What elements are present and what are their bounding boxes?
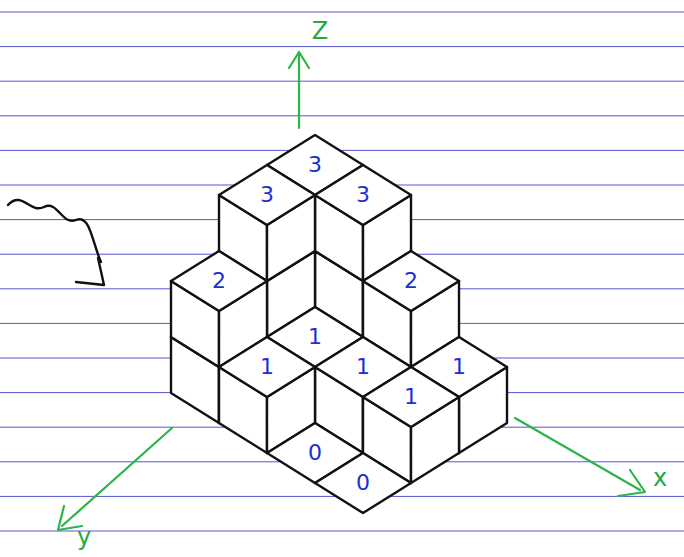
cube-top-face xyxy=(171,251,267,311)
height-number: 1 xyxy=(260,356,274,378)
ruled-line xyxy=(0,81,684,82)
height-number: 1 xyxy=(356,356,370,378)
cube-top-face xyxy=(219,165,315,225)
cube-top-face xyxy=(219,337,315,397)
height-number: 1 xyxy=(404,386,418,408)
ruled-line xyxy=(0,115,684,116)
y-axis xyxy=(62,428,172,526)
height-number: 0 xyxy=(308,442,322,464)
height-number: 3 xyxy=(260,184,274,206)
height-number: 2 xyxy=(212,270,226,292)
ruled-line xyxy=(0,12,684,13)
height-number: 2 xyxy=(404,270,418,292)
cubes xyxy=(171,135,507,513)
cube-top-face xyxy=(363,251,459,311)
z-arrowhead xyxy=(289,52,309,68)
x-arrowhead xyxy=(618,470,645,496)
wavy-line xyxy=(8,200,101,262)
ruled-line xyxy=(0,46,684,47)
axis-label: Z xyxy=(312,19,328,43)
height-number: 1 xyxy=(452,356,466,378)
axis-label: y xyxy=(77,525,91,549)
wavy-arrow xyxy=(8,200,104,285)
x-axis xyxy=(515,418,640,490)
height-number: 0 xyxy=(356,472,370,494)
z-axis xyxy=(298,54,300,128)
axis-label: x xyxy=(653,466,667,490)
axes xyxy=(58,52,645,530)
height-number: 1 xyxy=(308,326,322,348)
ruled-line xyxy=(0,531,684,532)
floor-square xyxy=(315,453,411,513)
cube-top-face xyxy=(363,367,459,427)
height-number: 3 xyxy=(308,154,322,176)
height-number: 3 xyxy=(356,184,370,206)
cube-top-face xyxy=(315,165,411,225)
wavy-arrowhead xyxy=(76,258,104,285)
